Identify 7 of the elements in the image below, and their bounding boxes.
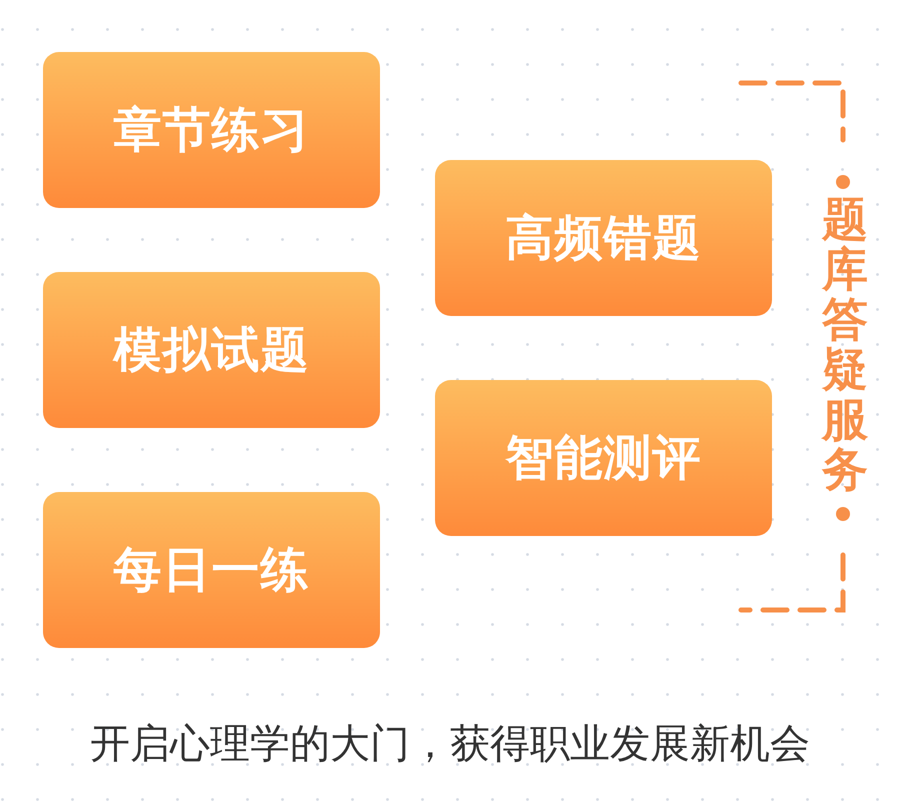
- caption: 开启心理学的大门，获得职业发展新机会: [89, 724, 811, 764]
- vertical-label: 题库答疑服务: [821, 194, 869, 494]
- feature-box: 模拟试题: [43, 272, 380, 428]
- feature-box: 智能测评: [435, 380, 772, 536]
- feature-box: 章节练习: [43, 52, 380, 208]
- feature-box: 每日一练: [43, 492, 380, 648]
- feature-box: 高频错题: [435, 160, 772, 316]
